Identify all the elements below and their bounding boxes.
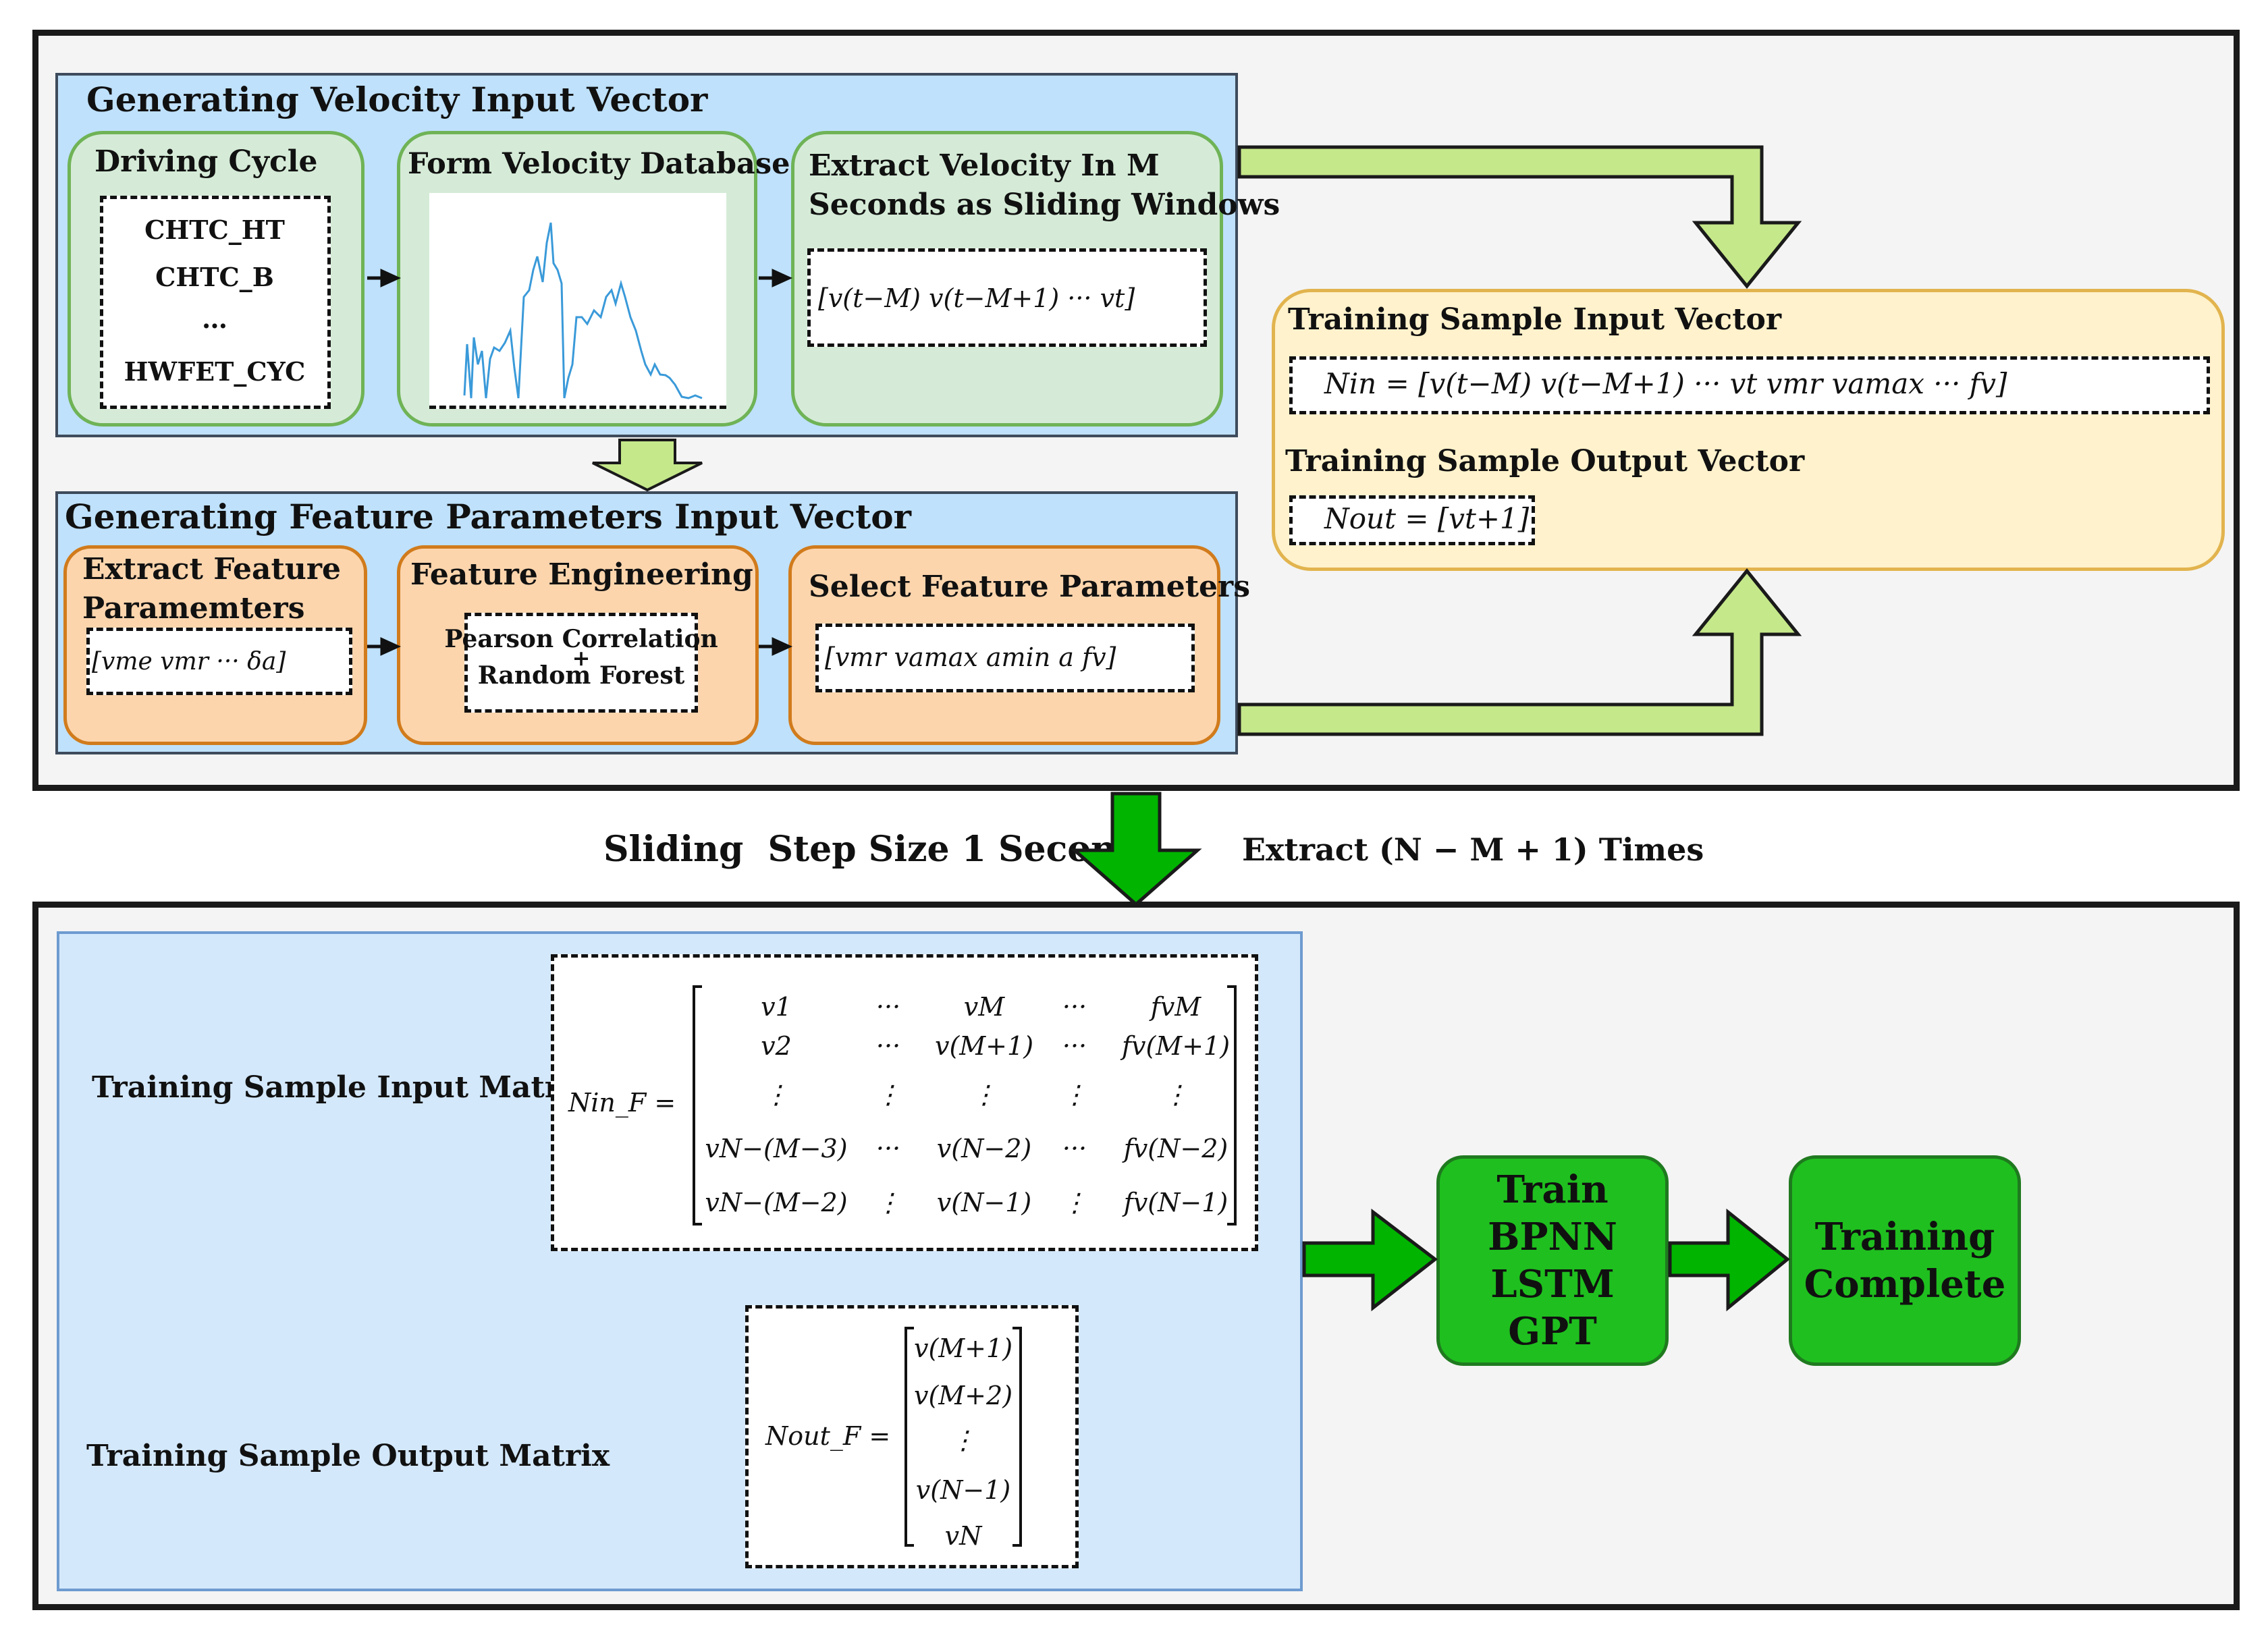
extract-feature-text: [vme vmr ··· δa] xyxy=(92,648,286,676)
input-matrix-cell: ··· xyxy=(1062,1031,1087,1061)
velocity-to-feature-arrow xyxy=(592,439,703,492)
train-to-complete-arrow xyxy=(1668,1208,1790,1312)
train-line: GPT xyxy=(1508,1309,1597,1354)
feature-panel-title: Generating Feature Parameters Input Vect… xyxy=(65,497,911,536)
output-matrix-box xyxy=(745,1305,1079,1568)
output-matrix-cell: vN xyxy=(944,1521,982,1551)
input-matrix-cell: ⋮ xyxy=(1062,1080,1087,1109)
train-line: BPNN xyxy=(1488,1215,1617,1259)
training-output-eq: Nout = [vt+1] xyxy=(1324,502,1530,535)
input-matrix-cell: ⋮ xyxy=(875,1080,901,1109)
velocity-window-vector xyxy=(807,248,1207,347)
input-matrix-cell: fv(N−2) xyxy=(1123,1134,1228,1163)
output-matrix-cell: v(N−1) xyxy=(915,1475,1011,1505)
extract-velocity-title-1: Extract Velocity In M xyxy=(809,148,1160,183)
input-matrix-cell: ⋮ xyxy=(1163,1080,1189,1109)
input-matrix-cell: ··· xyxy=(875,1031,901,1061)
velocity-panel-title: Generating Velocity Input Vector xyxy=(86,80,708,119)
velocity-database-title: Form Velocity Database xyxy=(408,147,790,181)
feature-engineering-methods xyxy=(464,613,698,713)
complete-line: Complete xyxy=(1804,1262,2006,1306)
input-matrix-cell: ··· xyxy=(875,1134,901,1163)
input-matrix-cell: vM xyxy=(963,992,1005,1022)
extract-times-label: Extract (N − M + 1) Times xyxy=(1242,831,1704,868)
training-output-title: Training Sample Output Vector xyxy=(1285,444,1805,478)
training-input-eq: Nin = [v(t−M) v(t−M+1) ··· vt vmr vamax … xyxy=(1324,367,2007,400)
extract-feature-title-2: Paramemters xyxy=(82,591,305,626)
cycle-item: HWFET_CYC xyxy=(124,356,306,387)
training-input-vector xyxy=(1289,356,2210,414)
extract-velocity-title-2: Seconds as Sliding Windows xyxy=(809,188,1280,222)
input-matrix-cell: fv(M+1) xyxy=(1121,1031,1231,1061)
input-matrix-cell: ⋮ xyxy=(1062,1188,1087,1217)
driving-cycle-title: Driving Cycle xyxy=(94,144,318,179)
train-line: Train xyxy=(1496,1167,1609,1212)
select-feature-text: [vmr vamax amin a fv] xyxy=(825,642,1116,672)
random-forest-label: Random Forest xyxy=(477,661,685,690)
train-line: LSTM xyxy=(1490,1262,1615,1306)
feature-engineering-title: Feature Engineering xyxy=(410,557,753,592)
flow-arrows xyxy=(367,269,793,656)
input-matrix-cell: ··· xyxy=(1062,1134,1087,1163)
complete-line: Training xyxy=(1814,1215,1995,1259)
input-matrix-cell: v(N−1) xyxy=(936,1188,1032,1217)
output-matrix-label: Training Sample Output Matrix xyxy=(86,1439,610,1473)
input-matrix-cell: fvM xyxy=(1150,992,1202,1022)
extract-feature-title-1: Extract Feature xyxy=(82,552,342,586)
plus-label: + xyxy=(572,645,591,671)
matrix-brackets xyxy=(693,985,1237,1547)
sliding-step-arrow xyxy=(1070,792,1202,907)
input-matrix-cell: ··· xyxy=(875,992,901,1022)
input-matrix-cell: ⋮ xyxy=(763,1080,789,1109)
input-matrix-cell: ··· xyxy=(1062,992,1087,1022)
input-matrix-cell: v(N−2) xyxy=(936,1134,1032,1163)
input-matrix-cell: vN−(M−3) xyxy=(705,1134,848,1163)
input-matrix-cell: v1 xyxy=(761,992,792,1022)
velocity-plot xyxy=(429,193,726,409)
output-matrix-cell: v(M+1) xyxy=(913,1333,1013,1363)
extract-feature-vector xyxy=(86,628,352,695)
velocity-trace xyxy=(463,222,703,400)
training-complete-box: Training Complete xyxy=(1789,1155,2021,1366)
output-matrix-cell: ⋮ xyxy=(950,1425,976,1455)
input-matrix-lhs: Nin_F = xyxy=(568,1088,676,1118)
input-matrix-box xyxy=(551,954,1258,1251)
input-matrix-cell: fv(N−1) xyxy=(1123,1188,1228,1217)
driving-cycle-list xyxy=(100,196,331,409)
cycle-item: CHTC_B xyxy=(155,262,274,292)
feature-to-training-arrow xyxy=(1237,568,1802,736)
input-matrix-cell: ⋮ xyxy=(875,1188,901,1217)
output-matrix-cell: v(M+2) xyxy=(913,1381,1013,1410)
select-feature-vector xyxy=(815,624,1195,692)
cycle-item: … xyxy=(202,304,227,334)
cycle-item: CHTC_HT xyxy=(144,215,285,245)
input-matrix-cell: v(M+1) xyxy=(934,1031,1034,1061)
input-matrix-label: Training Sample Input Matrix xyxy=(92,1070,589,1105)
input-matrix-cell: vN−(M−2) xyxy=(705,1188,848,1217)
pearson-label: Pearson Correlation xyxy=(444,625,718,653)
velocity-to-training-arrow xyxy=(1237,145,1802,289)
output-matrix-lhs: Nout_F = xyxy=(765,1421,891,1451)
training-output-vector xyxy=(1289,495,1535,545)
training-input-title: Training Sample Input Vector xyxy=(1288,302,1782,337)
velocity-window-text: [v(t−M) v(t−M+1) ··· vt] xyxy=(818,283,1135,313)
train-models-box: Train BPNN LSTM GPT xyxy=(1436,1155,1669,1366)
matrix-to-train-arrow xyxy=(1302,1208,1438,1312)
select-feature-title: Select Feature Parameters xyxy=(809,570,1250,604)
input-matrix-cell: v2 xyxy=(761,1031,792,1061)
input-matrix-cell: ⋮ xyxy=(971,1080,997,1109)
